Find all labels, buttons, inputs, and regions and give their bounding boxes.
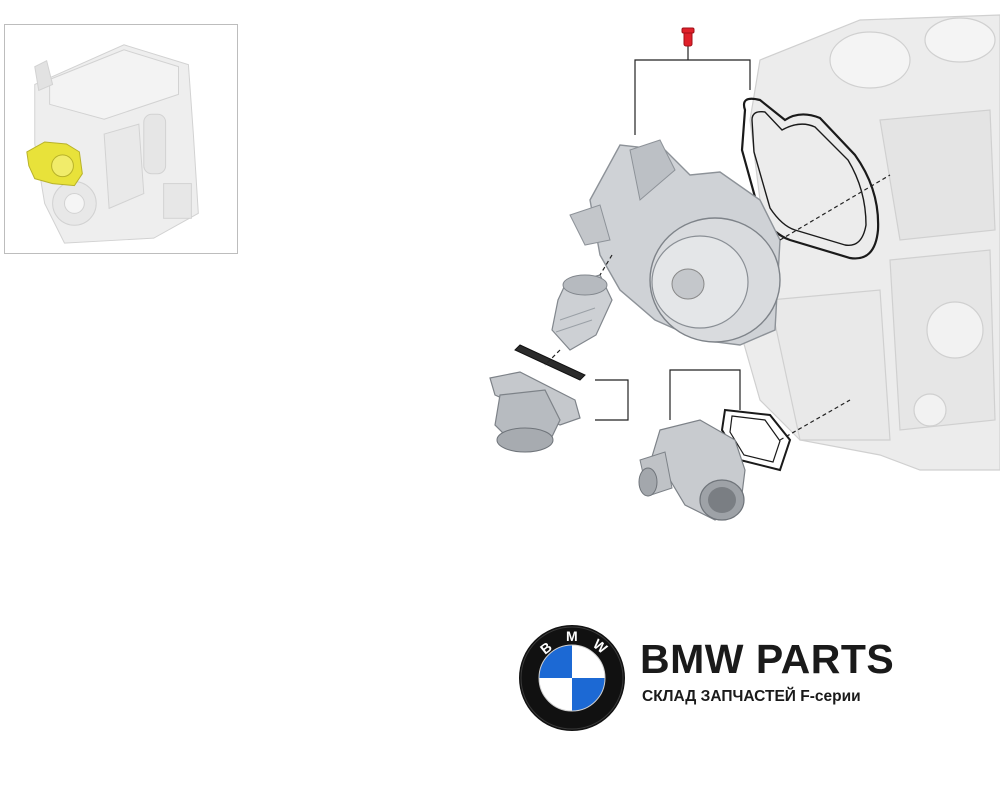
diagram-canvas (489, 14, 1000, 521)
highlighted-water-pump-area (26, 141, 83, 187)
exploded-parts-diagram (460, 0, 1000, 560)
engine-overview-illustration (26, 44, 199, 244)
bmw-roundel-icon: B M W (519, 625, 625, 731)
thermostat-housing (489, 371, 581, 453)
red-marker-bolt[interactable] (681, 27, 695, 47)
pump-gasket (740, 97, 880, 260)
engine-overview-thumbnail[interactable] (4, 24, 238, 254)
thermostat-seal (514, 344, 586, 381)
brand-subtitle: СКЛАД ЗАПЧАСТЕЙ F-серии (642, 688, 861, 705)
logo-letter-m: M (566, 628, 578, 644)
thermostat (551, 274, 613, 351)
brand-title: BMW PARTS (640, 636, 895, 682)
bmw-logo: B M W (518, 624, 626, 732)
coolant-pipe-fitting (638, 419, 746, 521)
water-pump (569, 139, 781, 346)
leader-lines (544, 45, 891, 441)
brand-block: B M W BMW PARTS СКЛАД ЗАПЧАСТЕЙ F-серии (518, 624, 938, 734)
fitting-gasket (720, 408, 792, 472)
